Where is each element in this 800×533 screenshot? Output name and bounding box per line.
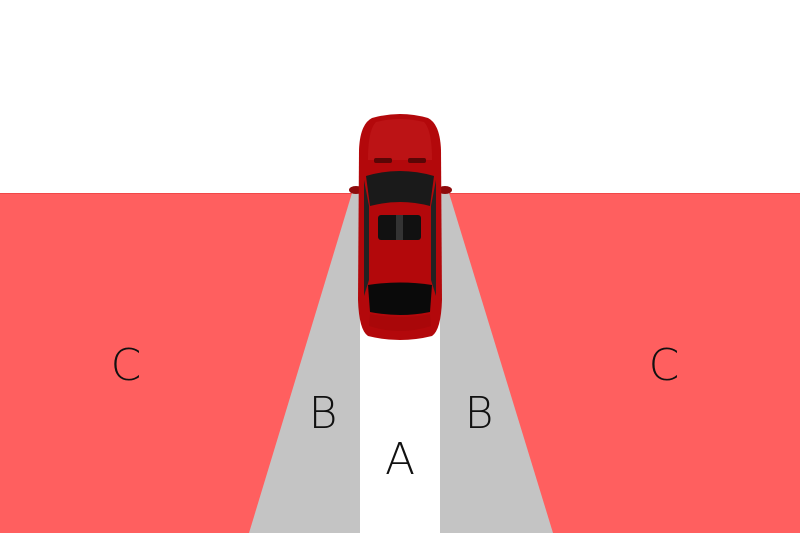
zone-b-right-label: B — [464, 388, 494, 439]
zone-b-right-region — [440, 193, 553, 533]
zone-c-left-label: C — [110, 340, 142, 391]
zone-b-left-label: B — [308, 388, 338, 439]
zone-b-left-region — [249, 193, 360, 533]
car-icon — [349, 114, 452, 340]
zone-c-right-label: C — [648, 340, 680, 391]
zone-a-label: A — [384, 434, 416, 485]
